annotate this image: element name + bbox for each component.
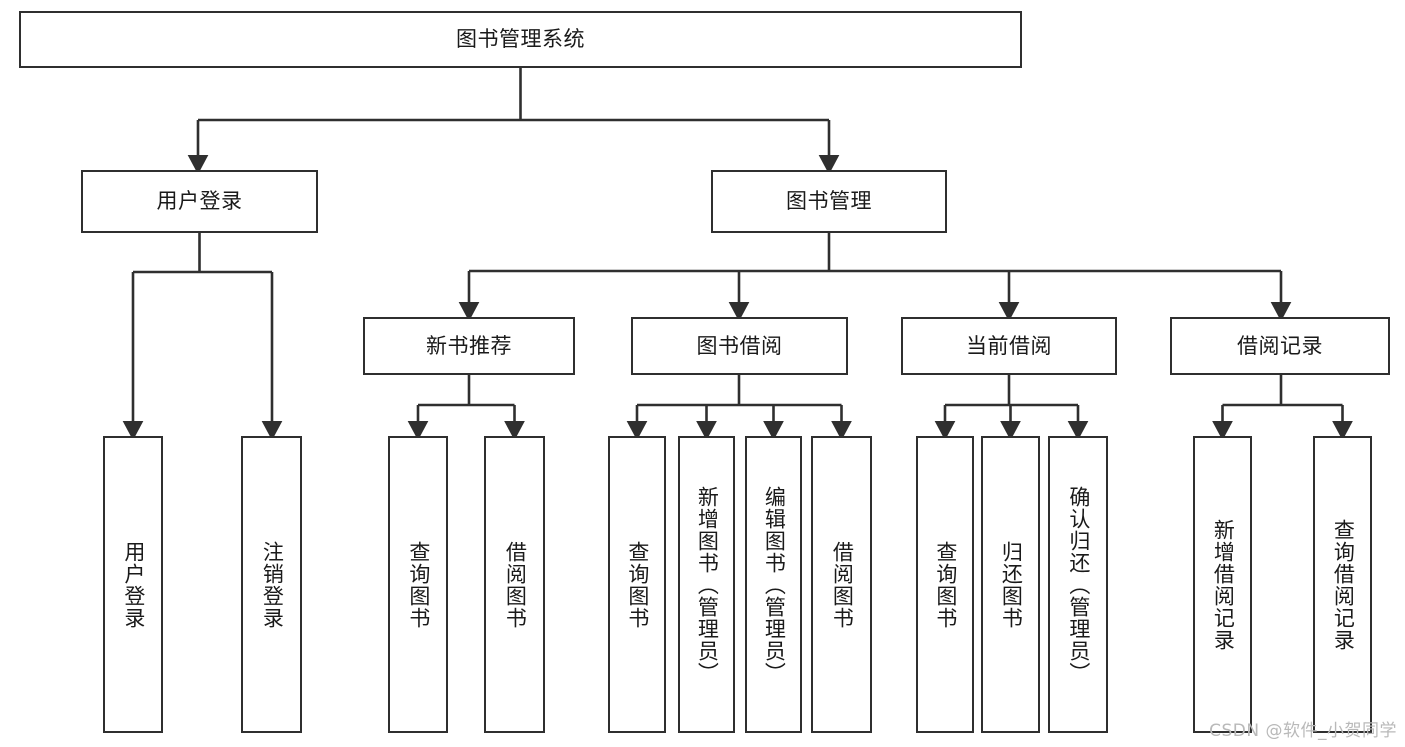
node-leaf-add-record-label: 新增借阅记录 bbox=[1211, 518, 1236, 651]
node-leaf-borrow-book-2[interactable]: 借阅图书 bbox=[811, 436, 872, 733]
node-leaf-edit-book-label: 编辑图书（管理员） bbox=[762, 485, 787, 684]
node-leaf-query-book-3-label: 查询图书 bbox=[933, 540, 958, 629]
node-book-manage[interactable]: 图书管理 bbox=[711, 170, 947, 233]
node-leaf-confirm-return[interactable]: 确认归还（管理员） bbox=[1048, 436, 1108, 733]
node-borrow-record[interactable]: 借阅记录 bbox=[1170, 317, 1390, 375]
node-leaf-borrow-book-1[interactable]: 借阅图书 bbox=[484, 436, 545, 733]
node-book-borrow[interactable]: 图书借阅 bbox=[631, 317, 848, 375]
node-leaf-borrow-book-1-label: 借阅图书 bbox=[503, 540, 528, 629]
node-leaf-return-book-label: 归还图书 bbox=[999, 540, 1024, 629]
node-book-manage-label: 图书管理 bbox=[786, 189, 872, 214]
node-leaf-add-record[interactable]: 新增借阅记录 bbox=[1193, 436, 1252, 733]
node-leaf-query-book-1[interactable]: 查询图书 bbox=[388, 436, 448, 733]
node-leaf-query-record-label: 查询借阅记录 bbox=[1331, 518, 1356, 651]
node-borrow-record-label: 借阅记录 bbox=[1237, 333, 1323, 358]
node-leaf-user-login-label: 用户登录 bbox=[121, 540, 146, 629]
node-root[interactable]: 图书管理系统 bbox=[19, 11, 1022, 68]
node-leaf-query-book-1-label: 查询图书 bbox=[406, 540, 431, 629]
node-leaf-query-record[interactable]: 查询借阅记录 bbox=[1313, 436, 1372, 733]
node-user-login[interactable]: 用户登录 bbox=[81, 170, 318, 233]
node-user-login-label: 用户登录 bbox=[156, 189, 243, 214]
node-leaf-logout[interactable]: 注销登录 bbox=[241, 436, 302, 733]
node-new-book-recommend-label: 新书推荐 bbox=[426, 333, 512, 358]
node-leaf-return-book[interactable]: 归还图书 bbox=[981, 436, 1040, 733]
node-leaf-query-book-3[interactable]: 查询图书 bbox=[916, 436, 974, 733]
node-root-label: 图书管理系统 bbox=[456, 27, 585, 52]
node-leaf-query-book-2-label: 查询图书 bbox=[625, 540, 650, 629]
node-leaf-confirm-return-label: 确认归还（管理员） bbox=[1066, 485, 1091, 684]
node-leaf-edit-book[interactable]: 编辑图书（管理员） bbox=[745, 436, 802, 733]
node-current-borrow[interactable]: 当前借阅 bbox=[901, 317, 1117, 375]
node-leaf-query-book-2[interactable]: 查询图书 bbox=[608, 436, 666, 733]
node-book-borrow-label: 图书借阅 bbox=[696, 333, 783, 358]
node-leaf-logout-label: 注销登录 bbox=[260, 540, 285, 629]
node-leaf-add-book-label: 新增图书（管理员） bbox=[695, 485, 720, 684]
node-leaf-user-login[interactable]: 用户登录 bbox=[103, 436, 163, 733]
node-leaf-borrow-book-2-label: 借阅图书 bbox=[830, 540, 855, 629]
node-new-book-recommend[interactable]: 新书推荐 bbox=[363, 317, 575, 375]
node-leaf-add-book[interactable]: 新增图书（管理员） bbox=[678, 436, 735, 733]
node-current-borrow-label: 当前借阅 bbox=[966, 333, 1052, 358]
